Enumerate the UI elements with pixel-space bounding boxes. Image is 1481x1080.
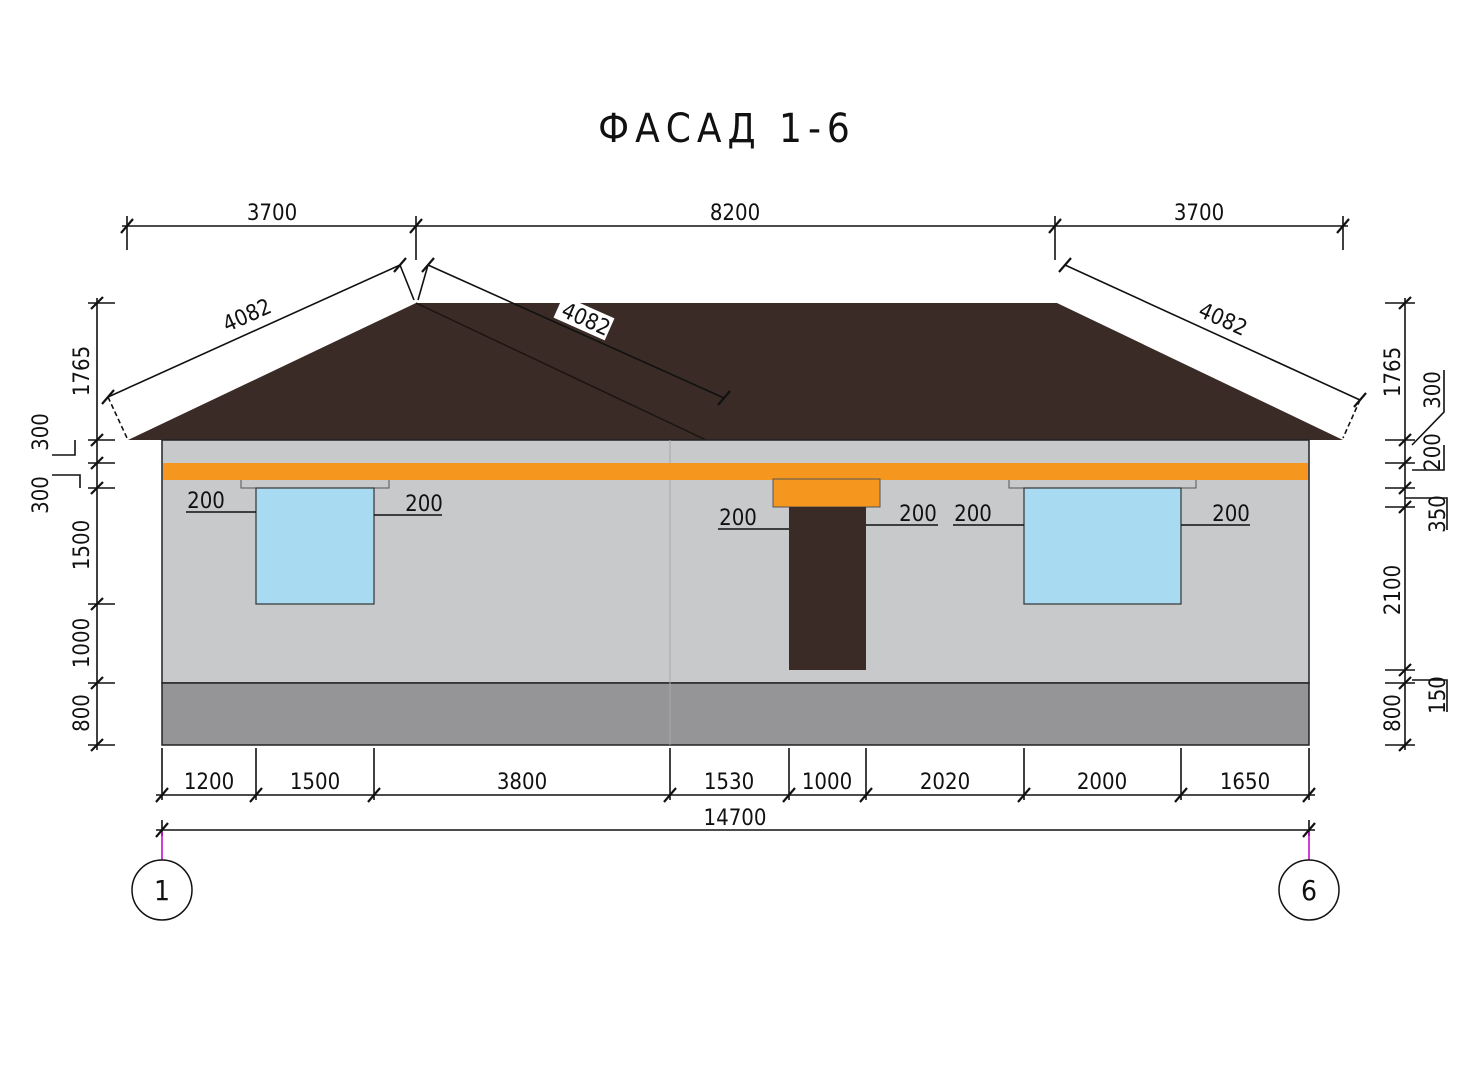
opening-dim-label: 200 (899, 502, 937, 527)
dim-tick (90, 597, 104, 611)
axis-label: 6 (1301, 874, 1317, 907)
bottom-dim-label: 1500 (290, 770, 340, 795)
bottom-dim-label: 2000 (1077, 770, 1127, 795)
right-dim-label: 300 (1421, 371, 1446, 409)
top-dim-label: 3700 (247, 201, 297, 226)
dim-tick (367, 787, 381, 803)
plinth (161, 682, 1310, 746)
door (789, 507, 866, 670)
dim-tick (1398, 663, 1412, 677)
bottom-dim-label: 1200 (184, 770, 234, 795)
overall-dim-label: 14700 (704, 806, 767, 831)
axis-marker-1 (131, 859, 193, 921)
dim-tick (1398, 456, 1412, 470)
dim-tick (1398, 433, 1412, 447)
dim-tick (90, 676, 104, 690)
dim-tick (1398, 481, 1412, 495)
bottom-dimension-line (155, 748, 1316, 838)
dim-tick (90, 456, 104, 470)
bottom-dim-label: 1000 (802, 770, 852, 795)
dim-tick (782, 787, 796, 803)
orange-band (163, 463, 1308, 480)
slope-dim-label: 4082 (219, 294, 275, 337)
left-dim-label: 300 (29, 413, 54, 451)
window-left (255, 487, 375, 605)
left-dim-label: 1765 (70, 346, 95, 396)
opening-dim-label: 200 (1212, 502, 1250, 527)
dim-tick (90, 738, 104, 752)
dim-tick (663, 787, 677, 803)
right-dim-label: 200 (1421, 433, 1446, 471)
left-dim-label: 1000 (70, 618, 95, 668)
roof (128, 303, 1343, 440)
opening-dim-label: 200 (954, 502, 992, 527)
opening-dim-label: 200 (187, 489, 225, 514)
bottom-dim-label: 1530 (704, 770, 754, 795)
top-dim-label: 3700 (1174, 201, 1224, 226)
dim-tick (1398, 676, 1412, 690)
dim-tick (155, 787, 169, 803)
dim-tick (1398, 296, 1412, 310)
right-dim-label: 800 (1381, 694, 1406, 732)
dim-tick (859, 787, 873, 803)
dim-tick (90, 481, 104, 495)
bottom-dim-label: 1650 (1220, 770, 1270, 795)
dim-tick (1302, 822, 1316, 838)
left-dimension-line (52, 296, 115, 752)
dim-tick (90, 433, 104, 447)
dim-tick (90, 296, 104, 310)
dim-tick (1302, 787, 1316, 803)
dim-tick (1174, 787, 1188, 803)
right-dimension-line (1385, 296, 1448, 752)
dim-tick (1017, 787, 1031, 803)
window-right (1023, 487, 1182, 605)
opening-dim-label: 200 (405, 492, 443, 517)
right-dim-label: 350 (1426, 495, 1451, 533)
opening-dim-label: 200 (719, 506, 757, 531)
right-dim-label: 2100 (1381, 565, 1406, 615)
left-dim-label: 800 (70, 694, 95, 732)
dim-tick (155, 822, 169, 838)
drawing-title: ФАСАД 1-6 (598, 106, 856, 152)
opening-dimensions (186, 511, 1250, 530)
right-dim-label: 150 (1426, 676, 1451, 714)
left-dim-label: 300 (29, 476, 54, 514)
axis-label: 1 (154, 874, 170, 907)
top-dimension-line (120, 216, 1350, 260)
bottom-dim-label: 3800 (497, 770, 547, 795)
top-dim-label: 8200 (710, 201, 760, 226)
right-dim-label: 1765 (1381, 347, 1406, 397)
door-lintel (772, 478, 881, 508)
dim-tick (1398, 500, 1412, 514)
dim-tick (249, 787, 263, 803)
axis-marker-6 (1278, 859, 1340, 921)
left-dim-label: 1500 (70, 520, 95, 570)
bottom-dim-label: 2020 (920, 770, 970, 795)
dim-tick (1398, 738, 1412, 752)
slope-dimensions (101, 257, 1367, 439)
slope-dim-label: 4082 (1195, 298, 1251, 341)
